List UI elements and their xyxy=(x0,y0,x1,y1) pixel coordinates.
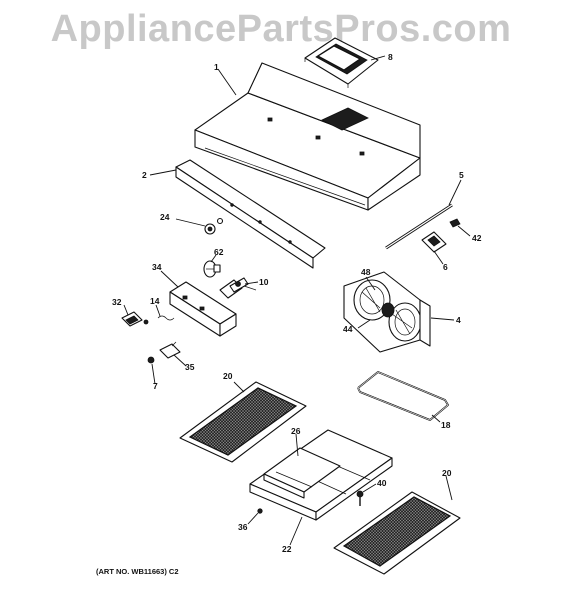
callout-8: 8 xyxy=(388,52,393,62)
callout-2: 2 xyxy=(142,170,147,180)
part-2-front-panel xyxy=(175,159,326,269)
part-36-screw xyxy=(257,508,263,514)
part-32-switch xyxy=(121,311,149,327)
callout-22: 22 xyxy=(282,544,292,554)
callout-44: 44 xyxy=(343,324,353,334)
callout-14: 14 xyxy=(150,296,160,306)
part-4-blower xyxy=(343,271,431,353)
art-number-label: (ART NO. WB11663) C2 xyxy=(96,567,179,576)
callout-34: 34 xyxy=(152,262,162,272)
part-34-control-bracket xyxy=(169,281,237,337)
part-1-hood-housing xyxy=(194,62,421,211)
part-35-connector xyxy=(159,341,181,359)
callout-40: 40 xyxy=(377,478,387,488)
part-5-rod xyxy=(385,203,453,250)
callout-18: 18 xyxy=(441,420,451,430)
callout-48: 48 xyxy=(361,267,371,277)
callout-24: 24 xyxy=(160,212,170,222)
callout-6: 6 xyxy=(443,262,448,272)
callout-10: 10 xyxy=(259,277,269,287)
part-14-wire xyxy=(157,315,175,321)
part-20-grease-filter-right xyxy=(333,491,461,575)
callout-5: 5 xyxy=(459,170,464,180)
part-40-screw xyxy=(356,490,364,506)
callout-4: 4 xyxy=(456,315,461,325)
part-20-grease-filter-left xyxy=(179,381,307,463)
part-18-wire-frame xyxy=(357,371,449,421)
callout-20-upper: 20 xyxy=(223,371,233,381)
part-42-clip xyxy=(449,218,461,228)
callout-20-lower: 20 xyxy=(442,468,452,478)
callout-42: 42 xyxy=(472,233,482,243)
callout-32: 32 xyxy=(112,297,122,307)
part-24-socket xyxy=(204,217,224,235)
callout-7: 7 xyxy=(153,381,158,391)
part-26-charcoal-filter xyxy=(263,447,341,499)
part-10-switch xyxy=(219,277,257,299)
callout-1: 1 xyxy=(214,62,219,72)
callout-36: 36 xyxy=(238,522,248,532)
part-7-screw xyxy=(147,356,155,364)
part-6-bracket xyxy=(421,231,447,253)
callout-35: 35 xyxy=(185,362,195,372)
part-8-damper xyxy=(304,37,379,88)
leader-lines xyxy=(123,55,471,546)
part-62-bulb xyxy=(203,260,221,278)
callout-numbers: 1 8 2 5 24 42 6 62 10 48 34 4 32 14 44 3… xyxy=(112,52,482,554)
callout-62: 62 xyxy=(214,247,224,257)
callout-26: 26 xyxy=(291,426,301,436)
